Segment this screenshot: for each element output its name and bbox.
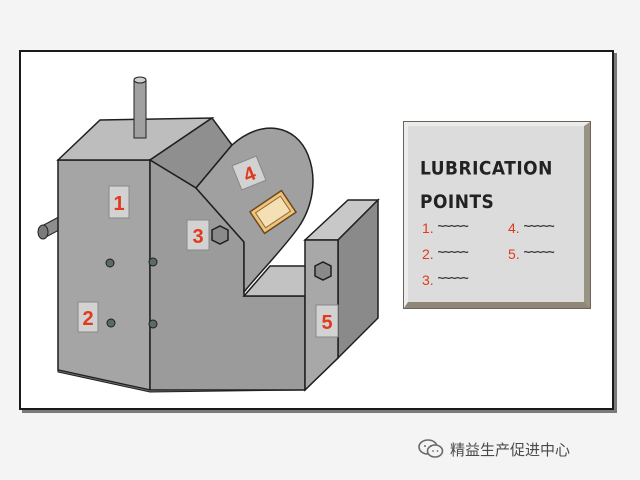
lub-item-4: 4. ~~~~~: [508, 219, 555, 236]
lub-item-1: 1. ~~~~~: [422, 219, 469, 236]
watermark: 精益生产促进中心: [418, 438, 570, 460]
top-pin: [133, 76, 147, 139]
lub-item-3: 3. ~~~~~: [422, 271, 469, 288]
panel-title: LUBRICATION POINTS: [420, 152, 580, 219]
lub-item-2: 2. ~~~~~: [422, 245, 469, 262]
svg-text:5: 5: [321, 312, 332, 334]
svg-text:3: 3: [192, 226, 203, 248]
wechat-icon: [418, 439, 444, 458]
grease-nipple-3: [211, 225, 229, 245]
fitting-screw: [105, 258, 115, 268]
fitting-screw: [148, 319, 158, 329]
svg-text:1: 1: [113, 193, 124, 215]
marker-1: 1: [108, 185, 130, 219]
panel-title-line2: POINTS: [420, 191, 495, 214]
base-fittings: [105, 257, 158, 329]
grease-nipple-5: [314, 261, 332, 281]
arc-window: [248, 189, 298, 235]
watermark-text: 精益生产促进中心: [450, 440, 571, 459]
svg-text:2: 2: [82, 308, 93, 330]
marker-3: 3: [186, 219, 210, 251]
body-bottom: [57, 357, 339, 393]
panel-title-line1: LUBRICATION: [420, 157, 553, 180]
marker-4: 4: [231, 155, 267, 191]
fitting-screw: [106, 318, 116, 328]
marker-2: 2: [77, 301, 99, 333]
body-front-face: [57, 159, 151, 391]
lub-item-5: 5. ~~~~~: [508, 245, 555, 262]
marker-5: 5: [315, 304, 339, 338]
lubrication-panel: LUBRICATION POINTS 1. ~~~~~ 2. ~~~~~ 3. …: [403, 121, 591, 309]
fitting-screw: [148, 257, 158, 267]
